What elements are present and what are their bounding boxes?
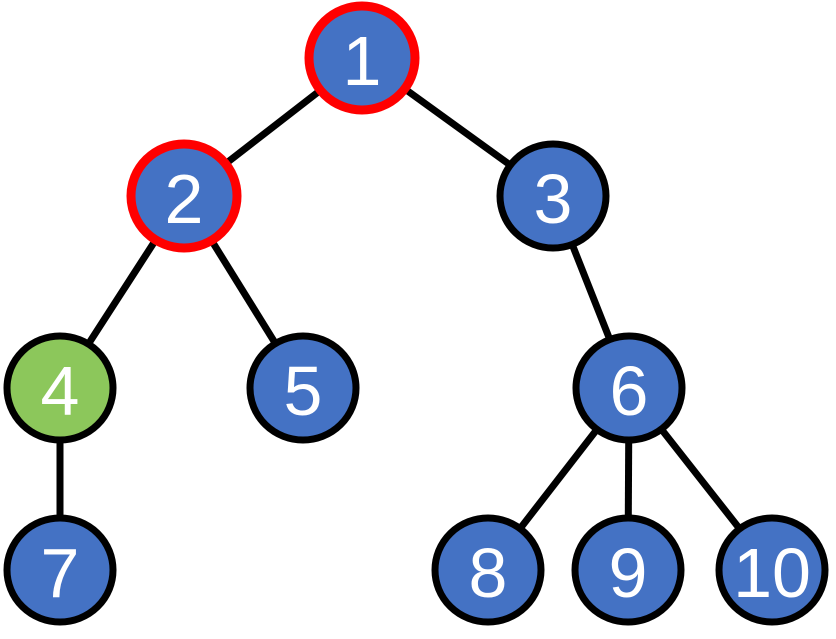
tree-node-circle-6 <box>572 332 686 444</box>
tree-node-circle-4 <box>3 332 117 444</box>
tree-node-5: 5 <box>246 332 360 444</box>
tree-node-8: 8 <box>431 514 545 626</box>
tree-node-1: 1 <box>304 1 420 115</box>
tree-node-7: 7 <box>3 514 117 626</box>
tree-node-circle-2 <box>126 139 242 253</box>
tree-node-4: 4 <box>3 332 117 444</box>
tree-node-circle-10 <box>715 514 829 626</box>
tree-node-9: 9 <box>571 514 685 626</box>
tree-node-circle-7 <box>3 514 117 626</box>
tree-node-2: 2 <box>126 139 242 253</box>
tree-node-circle-5 <box>246 332 360 444</box>
tree-node-circle-1 <box>304 1 420 115</box>
tree-node-circle-9 <box>571 514 685 626</box>
tree-node-circle-8 <box>431 514 545 626</box>
tree-node-6: 6 <box>572 332 686 444</box>
tree-node-3: 3 <box>496 140 610 252</box>
tree-node-circle-3 <box>496 140 610 252</box>
tree-node-10: 10 <box>715 514 829 626</box>
